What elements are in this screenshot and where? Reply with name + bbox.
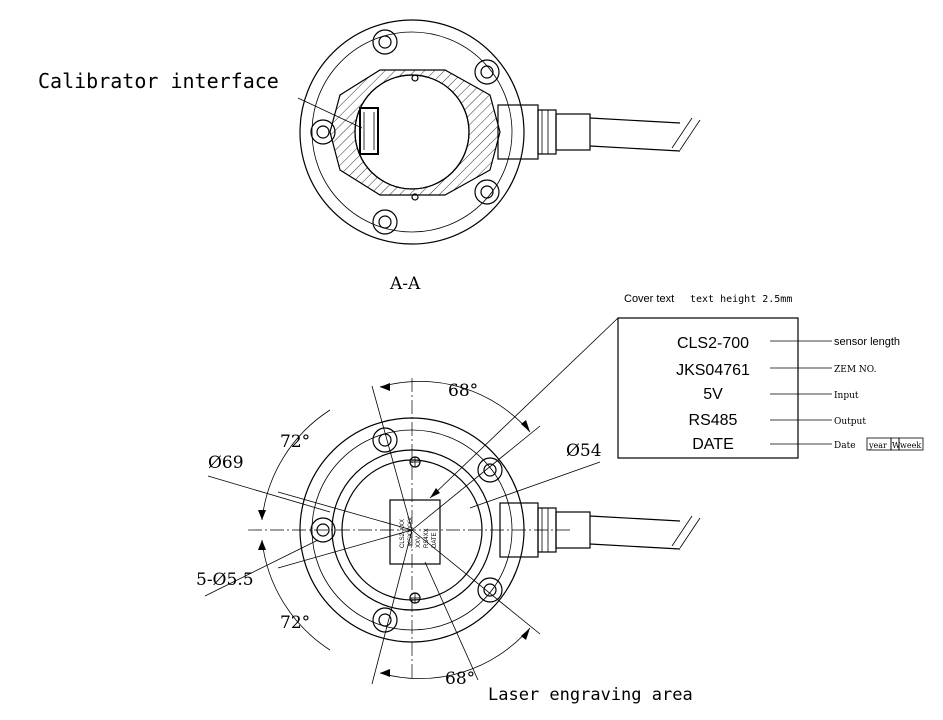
cover-title: Cover text (624, 293, 674, 305)
cover-line-4: RS485 (689, 412, 738, 429)
svg-text:RS4XX: RS4XX (424, 528, 430, 548)
holes-label: 5-Ø5.5 (196, 570, 254, 590)
cover-leader (429, 317, 619, 499)
body-ring (331, 449, 493, 611)
cover-leader-arrow (430, 488, 440, 498)
radial-lines (277, 385, 541, 685)
angle-top-label: 68° (448, 381, 478, 401)
cable-gland (499, 502, 701, 558)
cover-line-5: DATE (692, 436, 733, 453)
flange-inner-edge (311, 429, 513, 631)
angle-bottom-label: 68° (445, 669, 475, 689)
engraving-text: CLS2-XXX JKSXXXXX XXV RS4XX DATE (400, 517, 438, 548)
front-view: CLS2-XXX JKSXXXXX XXV RS4XX DATE (196, 378, 701, 705)
section-inner-bore (354, 74, 470, 190)
svg-text:XXV: XXV (416, 536, 422, 548)
cover-line-2: JKS04761 (676, 362, 750, 379)
section-outer-ring (299, 19, 525, 245)
section-bolt-holes (310, 29, 500, 235)
laser-engraving-label: Laser engraving area (488, 685, 693, 705)
laser-leader (424, 561, 479, 681)
date-format-boxes (866, 437, 924, 451)
screw-marks (409, 456, 421, 604)
cover-text-panel: Cover text text height 2.5mm CLS2-700 JK… (429, 293, 924, 499)
label-input: Input (834, 391, 859, 401)
cover-line-1: CLS2-700 (677, 335, 749, 352)
label-output: Output (834, 417, 866, 427)
label-zem-no: ZEM NO. (834, 365, 877, 375)
label-date: Date (834, 441, 856, 451)
cover-box (617, 317, 799, 459)
bore-ring (341, 459, 483, 601)
angle-dimension-arcs (258, 381, 531, 679)
section-screw-top (411, 74, 419, 82)
calibrator-leader (297, 97, 363, 129)
calibrator-connector (359, 107, 379, 155)
section-view: Calibrator interface A-A (38, 19, 701, 294)
calibrator-interface-label: Calibrator interface (38, 69, 279, 93)
date-field-year: year (868, 441, 887, 450)
cover-note: text height 2.5mm (690, 294, 792, 305)
section-caption: A-A (389, 274, 421, 294)
cover-label-leaders (770, 340, 832, 445)
svg-text:CLS2-XXX: CLS2-XXX (400, 519, 406, 548)
cover-line-3: 5V (703, 386, 723, 403)
angle-left-lower-label: 72° (280, 613, 310, 633)
holes-leader (204, 539, 319, 597)
outer-flange (299, 417, 525, 643)
laser-engraving-plate (389, 499, 441, 565)
section-outer-ring-inner (311, 31, 513, 233)
inner-diameter-label: Ø54 (566, 441, 602, 461)
id-leader (469, 461, 601, 509)
outer-diameter-label: Ø69 (208, 453, 244, 473)
section-screw-bottom (411, 193, 419, 201)
section-cable-gland (497, 104, 701, 160)
date-field-week: week (900, 441, 921, 450)
date-field-w: W (892, 441, 901, 450)
od-leader (207, 475, 331, 513)
svg-text:DATE: DATE (432, 532, 438, 548)
label-sensor-length: sensor length (834, 336, 900, 348)
angle-left-upper-label: 72° (280, 432, 310, 452)
bolt-holes (310, 427, 503, 633)
